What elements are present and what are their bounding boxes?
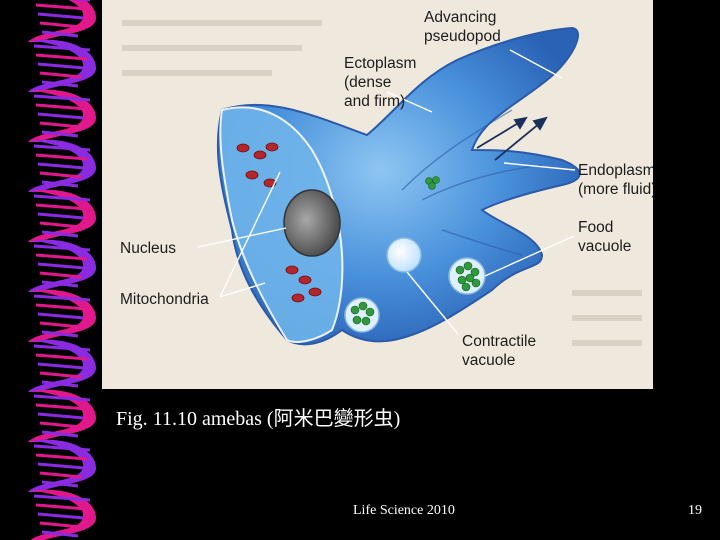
ribbon-stripe [35,503,88,511]
ribbon-stripe [33,394,91,402]
ribbon-stripe [39,271,82,279]
ribbon-stripe [41,80,79,88]
ribbon-stripe [37,62,85,70]
ribbon-stripe [41,530,79,538]
ribbon-stripe [33,444,91,452]
ribbon-stripe [35,53,88,61]
ribbon-stripe [33,494,91,502]
ribbon-segment [28,189,96,242]
amoeba-illustration: Advancing pseudopod Ectoplasm (dense and… [120,9,653,369]
food-vacuole-tiny [425,176,440,190]
ribbon-stripe [39,71,82,79]
ribbon-stripe [37,112,85,120]
ribbon-stripe [35,303,88,311]
ribbon-stripe [41,280,79,288]
ribbon-stripe [39,171,82,179]
label-contractile-vacuole: Contractile vacuole [462,333,540,369]
ribbon-stripe [33,44,91,52]
ribbon-stripe [33,144,91,152]
label-advancing-pseudopod: Advancing pseudopod [424,9,501,45]
ribbon-stripe [39,321,82,329]
ribbon-stripe [35,3,88,11]
decorative-ribbon [28,0,96,540]
label-ectoplasm: Ectoplasm (dense and firm) [344,55,421,110]
ribbon-stripe [33,344,91,352]
ribbon-stripe [41,180,79,188]
ribbon-stripe [39,421,82,429]
ribbon-stripe [35,403,88,411]
amoeba-diagram: Advancing pseudopod Ectoplasm (dense and… [102,0,653,389]
background-page-texture [122,20,642,346]
ribbon-stripe [37,362,85,370]
ribbon-segment [28,89,96,142]
ribbon-stripe [33,294,91,302]
ribbon-stripe [37,462,85,470]
ribbon-stripe [41,330,79,338]
ribbon-stripe [41,30,79,38]
ribbon-stripe [33,194,91,202]
ribbon-stripe [41,430,79,438]
ribbon-stripe [37,312,85,320]
ribbon-stripe [35,153,88,161]
ribbon-stripe [35,253,88,261]
label-nucleus: Nucleus [120,240,176,257]
ribbon-stripe [39,221,82,229]
ribbon-stripe [41,380,79,388]
contractile-vacuole [386,237,422,273]
ribbon-stripe [37,512,85,520]
endoplasm-flow [401,109,543,256]
food-vacuole-small [344,297,380,333]
label-endoplasm: Endoplasm (more fluid) [578,162,653,198]
ribbon-stripe [41,130,79,138]
ribbon-stripe [41,230,79,238]
slide-footer: Life Science 2010 [353,503,455,518]
ribbon-stripe [37,12,85,20]
ribbon-stripe [37,412,85,420]
ribbon-segment [28,339,96,392]
ribbon-stripe [39,121,82,129]
ribbon-stripe [37,162,85,170]
ribbon-segment [28,0,96,42]
figure-caption: Fig. 11.10 amebas (阿米巴變形虫) [116,408,401,430]
ribbon-stripe [35,353,88,361]
label-food-vacuole: Food vacuole [578,219,631,255]
ribbon-stripe [39,471,82,479]
ribbon-segment [28,239,96,292]
label-mitochondria: Mitochondria [120,291,209,308]
ribbon-stripe [39,21,82,29]
ribbon-stripe [39,521,82,529]
ribbon-stripe [37,262,85,270]
ribbon-stripe [35,203,88,211]
ribbon-stripe [33,94,91,102]
food-vacuole-large [448,257,486,295]
ribbon-stripe [39,371,82,379]
ribbon-segment [28,39,96,92]
ribbon-stripe [35,453,88,461]
flow-arrows [476,116,548,161]
leader-lines [197,49,576,335]
ribbon-stripe [37,212,85,220]
ribbon-stripe [41,480,79,488]
ribbon-segment [28,289,96,342]
mitochondria-group [236,142,322,303]
ribbon-segment [28,389,96,442]
ribbon-stripe [35,103,88,111]
slide-page-number: 19 [688,503,702,518]
ribbon-stripe [33,244,91,252]
ribbon-segment [28,439,96,492]
nucleus [283,189,341,257]
cross-section-slab [219,106,344,343]
ribbon-segment [28,139,96,192]
